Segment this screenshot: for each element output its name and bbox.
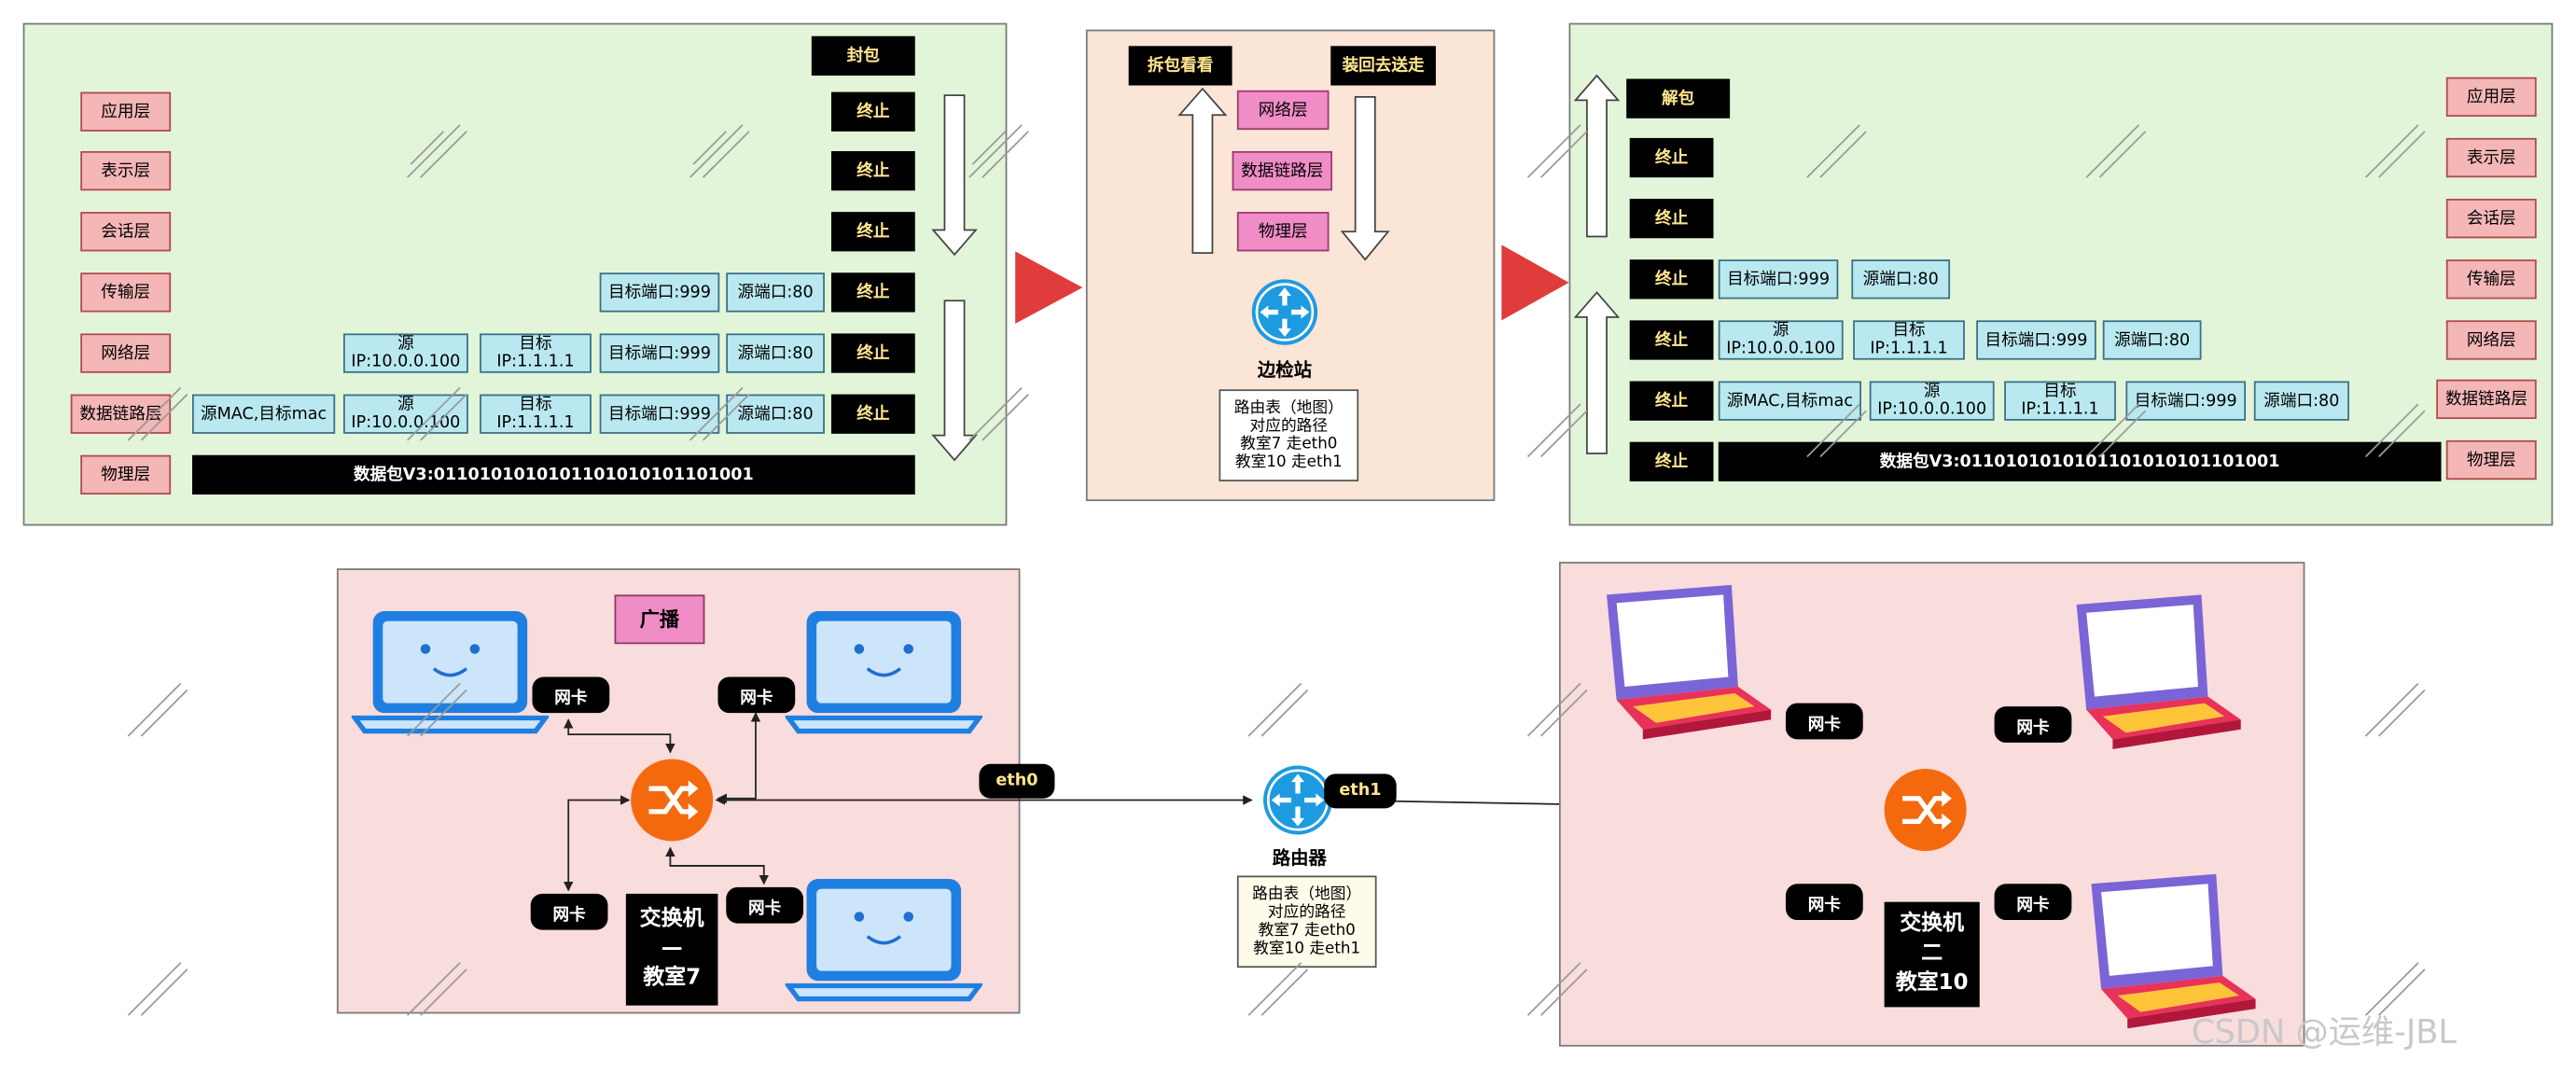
route-table-line: 教室7 走eth0 <box>1240 435 1338 453</box>
eth0-label: eth0 <box>979 763 1055 799</box>
stop-label: 终止 <box>1629 320 1714 360</box>
layer-network: 网络层 <box>2445 320 2537 360</box>
desktop-computer-icon <box>2076 594 2241 749</box>
layer-presentation: 表示层 <box>2445 137 2537 178</box>
layer-physical: 物理层 <box>80 454 172 495</box>
layer-application: 应用层 <box>80 91 172 132</box>
dest-ip-box: 目标 IP:1.1.1.1 <box>1853 320 1965 360</box>
laptop-icon <box>351 611 550 734</box>
unpack-label: 拆包看看 <box>1128 46 1232 86</box>
switch-icon <box>1884 769 1967 852</box>
layer-application: 应用层 <box>2445 77 2537 118</box>
stop-label: 终止 <box>1629 259 1714 300</box>
dest-port-box: 目标端口:999 <box>1976 320 2096 360</box>
route-table-line: 教室10 走eth1 <box>1253 940 1361 958</box>
laptop-icon <box>785 611 982 734</box>
route-table-line: 对应的路径 <box>1249 417 1329 436</box>
packet-bitstream: 数据包V3:0110101010101101010101101001 <box>192 454 915 495</box>
layer-physical: 物理层 <box>2445 439 2537 481</box>
stop-label: 终止 <box>1629 199 1714 239</box>
route-table-line: 路由表（地图） <box>1252 885 1362 904</box>
layer-presentation: 表示层 <box>80 150 172 191</box>
dest-ip-box: 目标 IP:1.1.1.1 <box>2004 381 2116 421</box>
router-label: 路由器 <box>1272 847 1327 870</box>
nic-label: 网卡 <box>1785 884 1863 921</box>
src-port-box: 源端口:80 <box>2253 381 2349 421</box>
nic-label: 网卡 <box>1994 884 2072 921</box>
src-port-box: 源端口:80 <box>2102 320 2202 360</box>
repack-label: 装回去送走 <box>1330 46 1436 86</box>
switch10-label: 交换机 二 教室10 <box>1884 901 1980 1008</box>
router-icon <box>1263 765 1333 835</box>
up-arrow-icon <box>1573 74 1621 454</box>
dest-ip-box: 目标 IP:1.1.1.1 <box>480 333 592 373</box>
nic-label: 网卡 <box>1785 703 1863 740</box>
mac-box: 源MAC,目标mac <box>1718 381 1861 421</box>
router-icon <box>1251 279 1318 345</box>
src-port-box: 源端口:80 <box>1851 259 1951 300</box>
stop-label: 终止 <box>830 91 915 132</box>
stop-label: 终止 <box>830 150 915 191</box>
down-arrow-icon <box>1340 96 1390 261</box>
layer-transport: 传输层 <box>2445 259 2537 300</box>
packet-bitstream: 数据包V3:0110101010101101010101101001 <box>1718 441 2442 481</box>
src-ip-box: 源 IP:10.0.0.100 <box>343 333 468 373</box>
src-port-box: 源端口:80 <box>726 333 825 373</box>
stop-label: 终止 <box>1629 441 1714 481</box>
nic-label: 网卡 <box>726 886 804 924</box>
dest-port-box: 目标端口:999 <box>599 394 720 434</box>
route-table-line: 教室10 走eth1 <box>1234 453 1343 472</box>
desktop-computer-icon <box>1607 584 1772 740</box>
stop-label: 终止 <box>830 212 915 252</box>
stop-label: 终止 <box>1629 137 1714 178</box>
nic-label: 网卡 <box>532 676 610 714</box>
layer-network: 网络层 <box>80 333 172 373</box>
laptop-icon <box>785 879 982 1002</box>
encapsulate-label: 封包 <box>811 35 915 76</box>
desktop-computer-icon <box>2091 873 2256 1029</box>
src-ip-box: 源 IP:10.0.0.100 <box>1869 381 1995 421</box>
route-table-note: 路由表（地图） 对应的路径 教室7 走eth0 教室10 走eth1 <box>1236 875 1377 968</box>
layer-transport: 传输层 <box>80 272 172 313</box>
nic-label: 网卡 <box>717 676 796 714</box>
src-ip-box: 源 IP:10.0.0.100 <box>1718 320 1844 360</box>
down-arrow-icon <box>931 94 978 462</box>
route-table-line: 路由表（地图） <box>1233 398 1344 418</box>
dest-port-box: 目标端口:999 <box>2125 381 2247 421</box>
eth1-label: eth1 <box>1324 773 1397 809</box>
layer-session: 会话层 <box>80 212 172 252</box>
route-table-line: 教室7 走eth0 <box>1258 921 1356 941</box>
dest-ip-box: 目标 IP:1.1.1.1 <box>480 394 592 434</box>
mid-layer-physical: 物理层 <box>1236 212 1330 252</box>
nic-label: 网卡 <box>530 893 608 930</box>
switch-icon <box>631 759 714 842</box>
switch7-label: 交换机 — 教室7 <box>625 893 718 1006</box>
decapsulate-label: 解包 <box>1626 78 1731 118</box>
layer-session: 会话层 <box>2445 199 2537 239</box>
stop-label: 终止 <box>1629 381 1714 421</box>
layer-datalink: 数据链路层 <box>2436 379 2537 420</box>
csdn-watermark: CSDN @运维-JBL <box>2191 1011 2458 1052</box>
stop-label: 终止 <box>830 333 915 373</box>
mid-layer-network: 网络层 <box>1236 90 1330 131</box>
route-table-note: 路由表（地图） 对应的路径 教室7 走eth0 教室10 走eth1 <box>1218 389 1359 481</box>
nic-label: 网卡 <box>1994 706 2072 743</box>
mac-box: 源MAC,目标mac <box>192 394 336 434</box>
up-arrow-icon <box>1177 87 1228 255</box>
mid-layer-datalink: 数据链路层 <box>1232 150 1333 191</box>
broadcast-label: 广播 <box>614 594 705 645</box>
src-port-box: 源端口:80 <box>726 272 825 313</box>
dest-port-box: 目标端口:999 <box>599 333 720 373</box>
border-station-label: 边检站 <box>1257 359 1312 382</box>
stop-label: 终止 <box>830 272 915 313</box>
route-table-line: 对应的路径 <box>1267 903 1346 922</box>
flow-arrow-icon <box>1501 244 1569 321</box>
dest-port-box: 目标端口:999 <box>1718 259 1839 300</box>
dest-port-box: 目标端口:999 <box>599 272 720 313</box>
stop-label: 终止 <box>830 394 915 434</box>
flow-arrow-icon <box>1015 251 1083 324</box>
